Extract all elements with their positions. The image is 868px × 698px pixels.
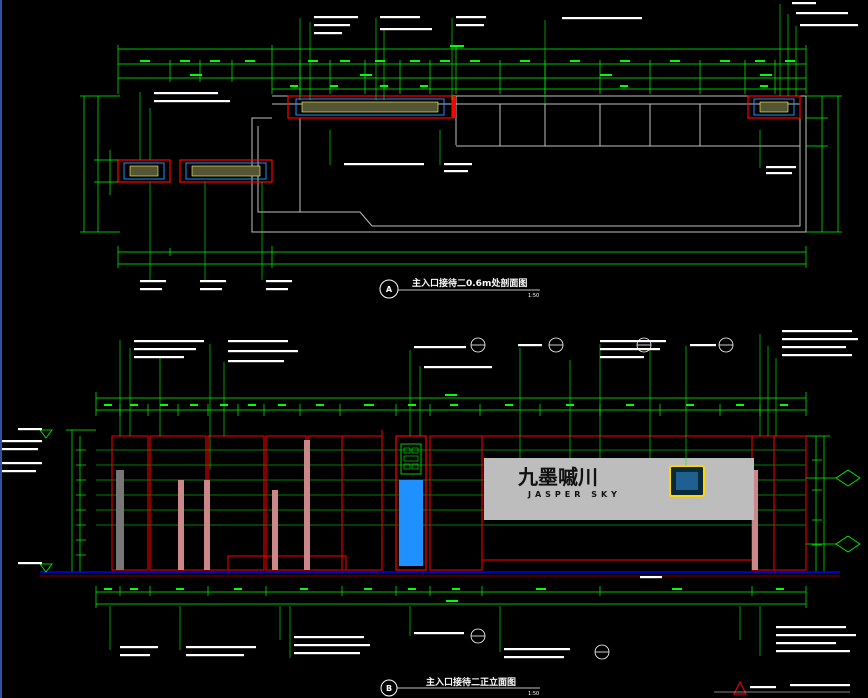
corner-note: [714, 680, 850, 695]
elevation-section: 九墨嘁川 JASPER SKY: [2, 330, 861, 697]
elevation-bubble-letter: B: [386, 684, 392, 693]
elevation-bottom-dimensions: [95, 586, 807, 608]
plan-section: A 主入口接待二0.6m处剖面图 1:50: [80, 2, 858, 299]
plan-section-bubble: [379, 279, 399, 299]
elevation-leader-lines: [109, 334, 777, 658]
elevation-top-dimensions: [95, 392, 807, 416]
plan-leader-lines: [139, 4, 797, 280]
plan-right-dimensions: [806, 95, 842, 233]
elevation-entry-column: [381, 430, 427, 571]
elevation-title-block: B 主入口接待二正立面图 1:50: [380, 676, 540, 697]
water-feature: [399, 480, 423, 566]
sign-chinese-text: 九墨嘁川: [517, 465, 598, 489]
elevation-callout-bubbles: [470, 337, 734, 660]
plan-note-text: [140, 2, 858, 291]
warning-icon: [733, 680, 747, 695]
elevation-scale: 1:50: [528, 691, 539, 697]
plan-planter-top-left: [287, 95, 456, 119]
plan-title-block: A 主入口接待二0.6m处剖面图 1:50: [379, 277, 540, 299]
elevation-note-text: [2, 330, 858, 659]
elevation-title: 主入口接待二正立面图: [426, 676, 516, 688]
plan-planter-top-right: [747, 95, 801, 119]
plan-scale: 1:50: [528, 293, 539, 299]
plan-title: 主入口接待二0.6m处剖面图: [412, 277, 527, 289]
plan-planter-left-small: [117, 159, 171, 183]
plan-top-dim-text: [140, 45, 795, 87]
plan-planter-left-long: [179, 159, 273, 183]
plan-bottom-dimensions: [117, 246, 807, 268]
elevation-pillars: [116, 440, 758, 570]
plan-left-dimensions: [80, 95, 120, 233]
sign-english-text: JASPER SKY: [527, 490, 621, 499]
elevation-level-markers: [39, 429, 861, 573]
elevation-bottom-dim-text: [104, 588, 784, 602]
plan-bubble-letter: A: [386, 285, 393, 294]
elevation-sign-panel: 九墨嘁川 JASPER SKY: [484, 458, 754, 520]
